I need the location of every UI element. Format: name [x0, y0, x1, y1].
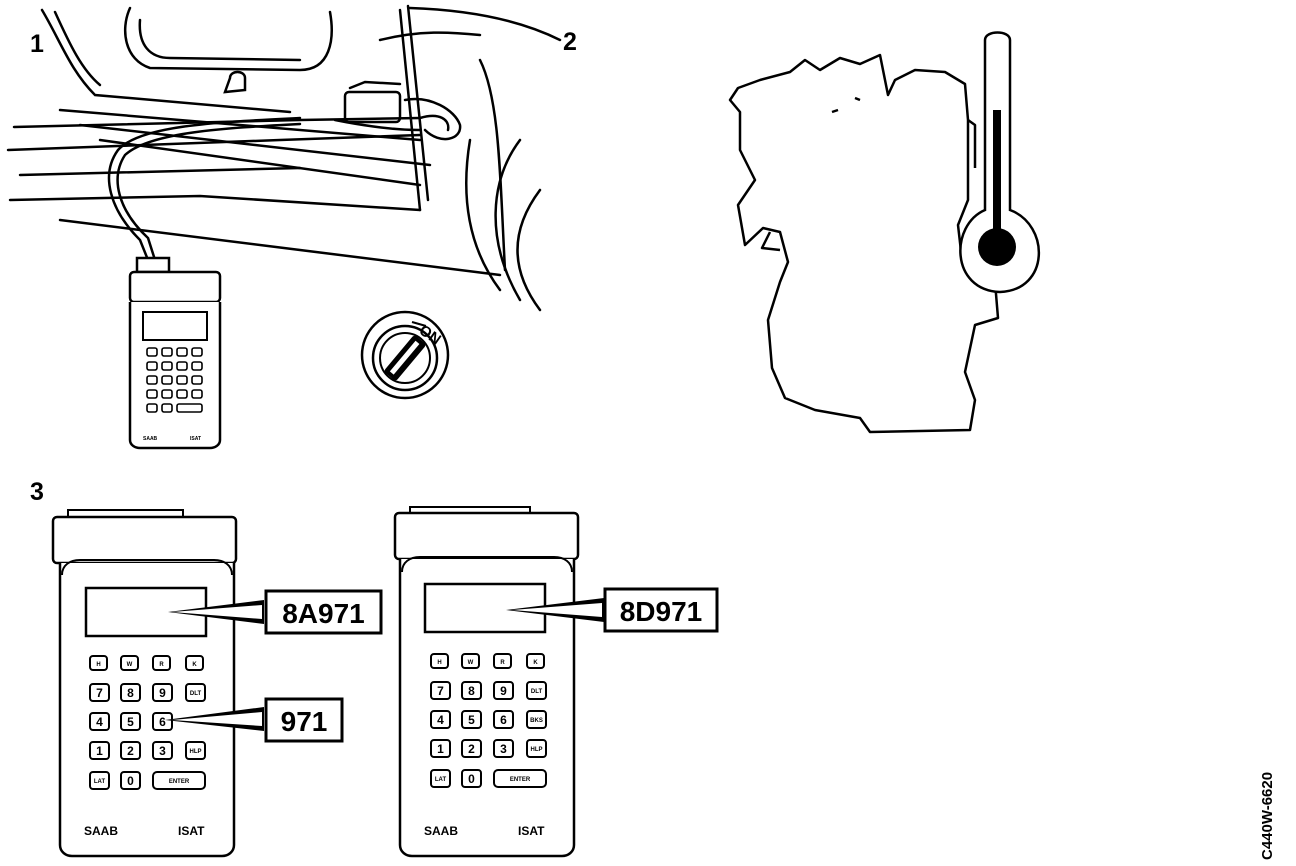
key-label: 0	[468, 772, 475, 786]
tester-right-brand-left: SAAB	[424, 824, 458, 838]
callout-display-left: 8A971	[282, 598, 365, 629]
key-label: DLT	[531, 689, 543, 695]
key-label: 9	[500, 684, 507, 698]
step-number-3: 3	[30, 478, 44, 506]
key-label: 4	[437, 713, 444, 727]
key-label: 5	[468, 713, 475, 727]
key-label: K	[192, 662, 197, 668]
key-label: 3	[159, 744, 166, 758]
key-label: 1	[96, 744, 103, 758]
key-label: 4	[96, 715, 103, 729]
key-label: W	[468, 660, 474, 666]
key-label: R	[500, 660, 505, 666]
key-label: 7	[437, 684, 444, 698]
small-tester-brand-right: ISAT	[190, 436, 201, 442]
key-label: 2	[127, 744, 134, 758]
tester-right: H W R K 7 8 9 DLT 4 5 6 BKS 1 2 3 HLP LA…	[395, 507, 717, 856]
tester-right-brand-right: ISAT	[518, 824, 545, 838]
key-label: W	[127, 662, 133, 668]
step-number-2: 2	[563, 28, 577, 56]
key-label: 3	[500, 742, 507, 756]
key-label: R	[159, 662, 164, 668]
callout-display-right: 8D971	[620, 596, 703, 627]
key-label: 6	[500, 713, 507, 727]
tester-left-brand-left: SAAB	[84, 824, 118, 838]
key-label: 7	[96, 686, 103, 700]
key-label: HLP	[190, 749, 202, 755]
key-label: ENTER	[169, 779, 190, 785]
figure-id: C440W-6620	[1259, 772, 1276, 860]
key-label: 6	[159, 715, 166, 729]
key-label: LAT	[94, 779, 106, 785]
small-diagnostic-tester: SAAB ISAT	[130, 258, 220, 448]
key-label: 1	[437, 742, 444, 756]
key-label: BKS	[530, 718, 543, 724]
key-label: 2	[468, 742, 475, 756]
key-label: 0	[127, 774, 134, 788]
small-tester-brand-left: SAAB	[143, 436, 158, 442]
key-label: 5	[127, 715, 134, 729]
car-door-sill-drawing	[8, 6, 560, 310]
key-label: HLP	[531, 747, 543, 753]
key-label: ENTER	[510, 777, 531, 783]
key-label: 8	[127, 686, 134, 700]
key-label: K	[533, 660, 538, 666]
key-label: H	[437, 660, 441, 666]
tester-left-brand-right: ISAT	[178, 824, 205, 838]
callout-key-code: 971	[281, 706, 328, 737]
step-number-1: 1	[30, 30, 44, 58]
ignition-switch: ON	[362, 312, 448, 398]
key-label: H	[96, 662, 100, 668]
thermometer-icon	[960, 33, 1038, 293]
key-label: LAT	[435, 777, 447, 783]
engine-outline	[730, 55, 998, 432]
key-label: 8	[468, 684, 475, 698]
key-label: 9	[159, 686, 166, 700]
key-label: DLT	[190, 691, 202, 697]
tester-left: H W R K 7 8 9 DLT 4 5 6 1 2 3 HLP LAT 0 …	[53, 510, 381, 856]
